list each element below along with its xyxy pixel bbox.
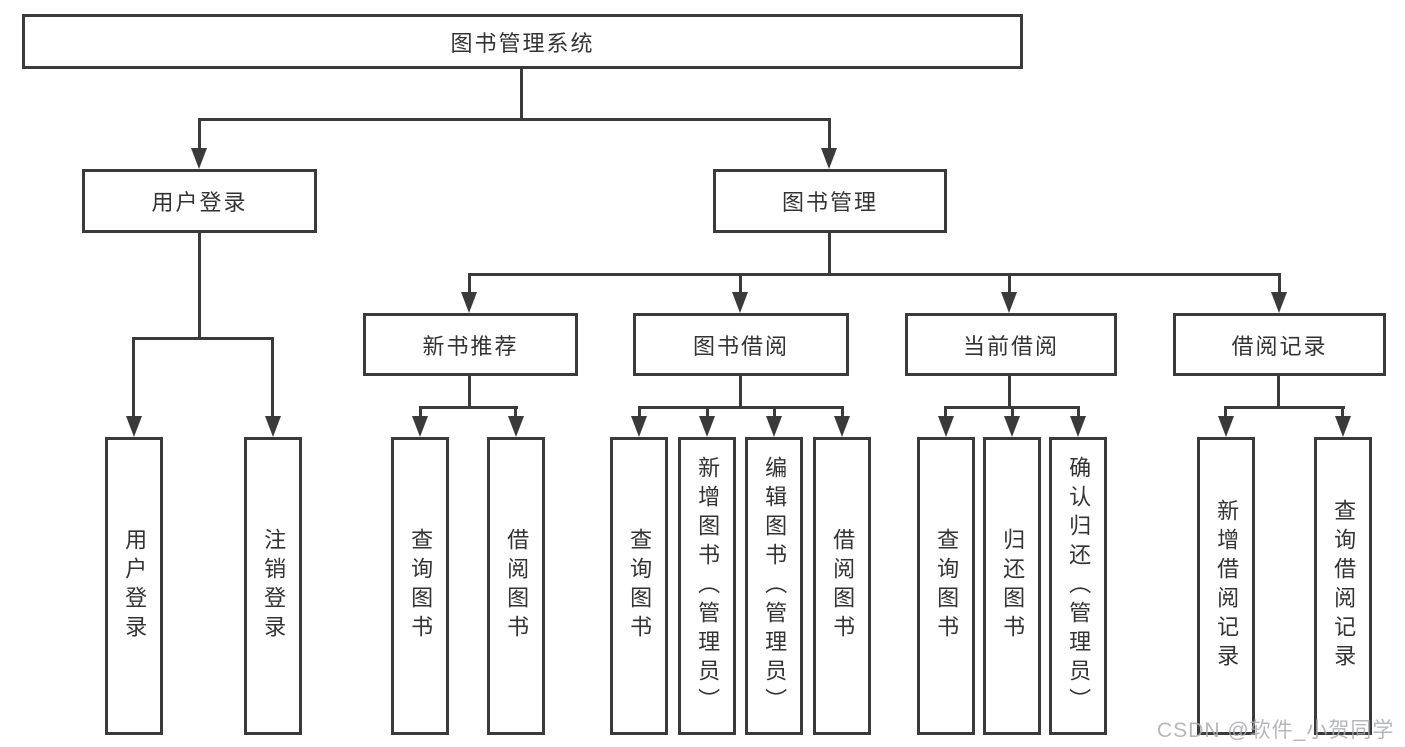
arrow-down-icon xyxy=(508,416,524,437)
arrow-down-icon xyxy=(1004,416,1020,437)
node-user-login-label: 用户登录 xyxy=(151,190,248,215)
leaf-return-books: 归还图书 xyxy=(983,437,1041,735)
arrow-down-icon xyxy=(834,416,850,437)
node-current-borrow-label: 当前借阅 xyxy=(962,333,1059,359)
connector-line xyxy=(419,406,422,420)
leaf-add-books-admin-label: 新增图书（管理员） xyxy=(695,455,721,717)
arrow-down-icon xyxy=(461,292,477,313)
leaf-user-login: 用户登录 xyxy=(105,437,163,735)
arrow-down-icon xyxy=(938,416,954,437)
connector-line xyxy=(944,406,947,420)
leaf-edit-books-admin-label: 编辑图书（管理员） xyxy=(762,455,788,717)
leaf-borrow-books: 借阅图书 xyxy=(813,437,871,735)
leaf-return-books-label: 归还图书 xyxy=(1000,528,1026,644)
leaf-logout: 注销登录 xyxy=(244,437,302,735)
connector-line xyxy=(828,118,831,152)
node-borrow-records: 借阅记录 xyxy=(1173,313,1386,376)
leaf-query-borrow-record-label: 查询借阅记录 xyxy=(1331,499,1357,673)
leaf-borrow-books-recommend: 借阅图书 xyxy=(487,437,545,735)
connector-line xyxy=(1341,406,1344,420)
leaf-query-books-current-label: 查询图书 xyxy=(934,528,960,644)
leaf-user-login-label: 用户登录 xyxy=(122,528,148,644)
connector-line xyxy=(739,273,742,296)
node-book-management-label: 图书管理 xyxy=(781,190,878,215)
connector-line xyxy=(468,376,471,408)
connector-line xyxy=(1077,406,1080,420)
connector-line xyxy=(132,337,274,340)
connector-line xyxy=(198,118,831,121)
connector-line xyxy=(1278,273,1281,296)
node-book-management: 图书管理 xyxy=(713,169,947,233)
leaf-confirm-return-admin: 确认归还（管理员） xyxy=(1049,437,1107,735)
arrow-down-icon xyxy=(412,416,428,437)
node-borrow-records-label: 借阅记录 xyxy=(1231,333,1328,359)
connector-line xyxy=(638,406,641,420)
connector-line xyxy=(198,118,201,152)
connector-line xyxy=(1277,376,1280,408)
connector-line xyxy=(706,406,709,420)
arrow-down-icon xyxy=(631,416,647,437)
connector-line xyxy=(271,337,274,421)
connector-line xyxy=(773,406,776,420)
node-current-borrow: 当前借阅 xyxy=(905,313,1117,376)
connector-line xyxy=(419,406,518,409)
arrow-down-icon xyxy=(821,148,837,169)
leaf-add-borrow-record-label: 新增借阅记录 xyxy=(1214,499,1240,673)
connector-line xyxy=(1011,406,1014,420)
connector-line xyxy=(828,233,831,275)
arrow-down-icon xyxy=(1271,292,1287,313)
leaf-confirm-return-admin-label: 确认归还（管理员） xyxy=(1066,455,1092,717)
node-new-book-recommend-label: 新书推荐 xyxy=(422,333,519,359)
connector-line xyxy=(1008,376,1011,408)
leaf-borrow-books-label: 借阅图书 xyxy=(830,528,856,644)
leaf-query-books-borrow: 查询图书 xyxy=(610,437,668,735)
arrow-down-icon xyxy=(126,416,142,437)
arrow-down-icon xyxy=(732,292,748,313)
connector-line xyxy=(468,273,1281,276)
leaf-query-borrow-record: 查询借阅记录 xyxy=(1314,437,1372,735)
connector-line xyxy=(841,406,844,420)
arrow-down-icon xyxy=(1001,292,1017,313)
connector-line xyxy=(1224,406,1227,420)
leaf-add-borrow-record: 新增借阅记录 xyxy=(1197,437,1255,735)
connector-line xyxy=(514,406,517,420)
node-root-label: 图书管理系统 xyxy=(450,30,595,56)
arrow-down-icon xyxy=(1335,416,1351,437)
leaf-query-books-current: 查询图书 xyxy=(917,437,975,735)
leaf-query-books-recommend-label: 查询图书 xyxy=(408,528,434,644)
connector-line xyxy=(739,376,742,408)
connector-line xyxy=(468,273,471,296)
node-book-borrow-label: 图书借阅 xyxy=(692,333,789,359)
leaf-query-books-borrow-label: 查询图书 xyxy=(627,528,653,644)
connector-line xyxy=(520,69,523,119)
node-new-book-recommend: 新书推荐 xyxy=(363,313,578,376)
arrow-down-icon xyxy=(766,416,782,437)
connector-line xyxy=(638,406,844,409)
node-book-borrow: 图书借阅 xyxy=(633,313,849,376)
arrow-down-icon xyxy=(1070,416,1086,437)
leaf-logout-label: 注销登录 xyxy=(261,528,287,644)
leaf-borrow-books-recommend-label: 借阅图书 xyxy=(504,528,530,644)
connector-line xyxy=(1008,273,1011,296)
csdn-watermark: CSDN @软件_小贺同学 xyxy=(1157,719,1395,742)
connector-line xyxy=(1224,406,1345,409)
leaf-edit-books-admin: 编辑图书（管理员） xyxy=(745,437,803,735)
leaf-add-books-admin: 新增图书（管理员） xyxy=(678,437,736,735)
arrow-down-icon xyxy=(191,148,207,169)
arrow-down-icon xyxy=(699,416,715,437)
node-root: 图书管理系统 xyxy=(22,14,1023,69)
node-user-login: 用户登录 xyxy=(82,169,317,233)
connector-line xyxy=(132,337,135,421)
arrow-down-icon xyxy=(265,416,281,437)
leaf-query-books-recommend: 查询图书 xyxy=(391,437,449,735)
connector-line xyxy=(198,233,201,339)
arrow-down-icon xyxy=(1218,416,1234,437)
